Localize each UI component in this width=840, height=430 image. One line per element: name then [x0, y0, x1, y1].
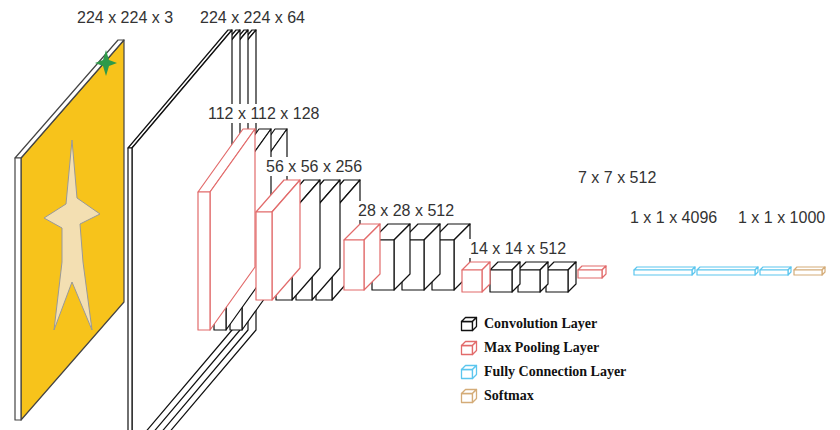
legend-swatch	[460, 340, 478, 356]
conv-block-5	[462, 262, 576, 292]
dimension-label: 56 x 56 x 256	[264, 157, 364, 176]
legend-row: Max Pooling Layer	[460, 340, 599, 356]
legend-text: Convolution Layer	[484, 316, 597, 332]
dense-layers	[634, 267, 825, 275]
legend-text: Fully Connection Layer	[484, 364, 626, 380]
dimension-label: 1 x 1 x 4096	[628, 208, 719, 227]
conv-block-4	[344, 224, 470, 290]
legend-row: Convolution Layer	[460, 316, 597, 332]
legend-row: Softmax	[460, 388, 534, 404]
dimension-label: 224 x 224 x 64	[198, 8, 307, 27]
dimension-label: 28 x 28 x 512	[356, 201, 456, 220]
dimension-label: 7 x 7 x 512	[576, 168, 658, 187]
legend-swatch	[460, 364, 478, 380]
legend-swatch	[460, 316, 478, 332]
dimension-label: 1 x 1 x 1000	[736, 208, 827, 227]
final-pool	[578, 266, 606, 278]
legend-text: Max Pooling Layer	[484, 340, 599, 356]
dimension-label: 224 x 224 x 3	[75, 8, 175, 27]
legend-swatch	[460, 388, 478, 404]
input-image	[15, 40, 124, 420]
dimension-label: 112 x 112 x 128	[206, 104, 322, 123]
legend-row: Fully Connection Layer	[460, 364, 626, 380]
legend-text: Softmax	[484, 388, 534, 404]
dimension-label: 14 x 14 x 512	[468, 239, 568, 258]
conv-block-1	[128, 30, 256, 430]
